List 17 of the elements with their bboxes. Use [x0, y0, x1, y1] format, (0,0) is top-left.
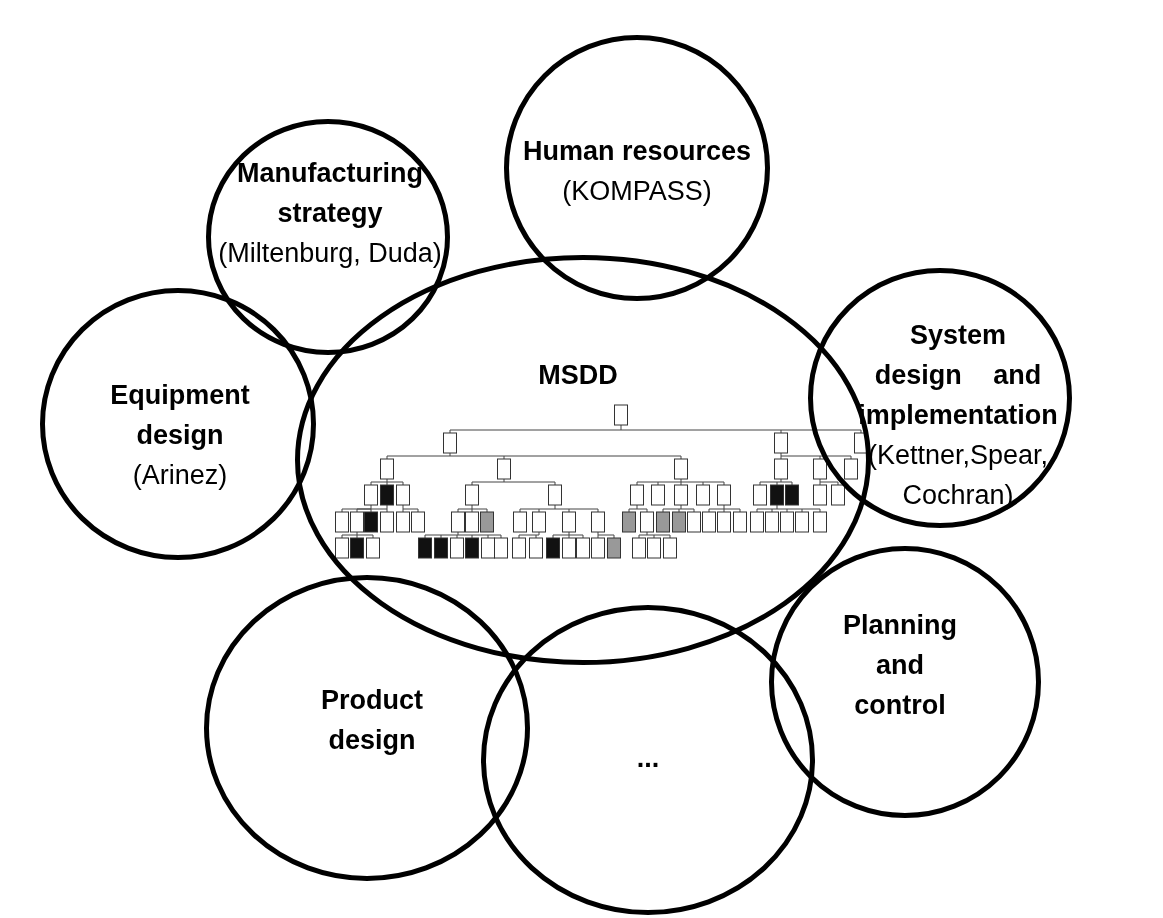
- topic-heading: Manufacturing strategy: [236, 157, 424, 230]
- topic-heading: Equipment design: [109, 379, 251, 452]
- source-note: (Arinez): [132, 459, 228, 492]
- circle-node: [504, 35, 770, 301]
- source-note: (Miltenburg, Duda): [218, 237, 442, 270]
- circle-node: [808, 268, 1072, 528]
- circle-node: [481, 605, 815, 915]
- circle-node: [206, 119, 450, 355]
- topic-heading: MSDD: [538, 359, 618, 392]
- topic-heading: Human resources: [522, 135, 752, 168]
- circle-node: [40, 288, 316, 560]
- topic-heading: Product design: [320, 684, 424, 757]
- circle-node: [769, 546, 1041, 818]
- circle-node: [204, 575, 530, 881]
- topic-heading: ...: [636, 742, 660, 775]
- source-note: (KOMPASS): [562, 175, 712, 208]
- topic-heading: Planning and control: [842, 609, 958, 722]
